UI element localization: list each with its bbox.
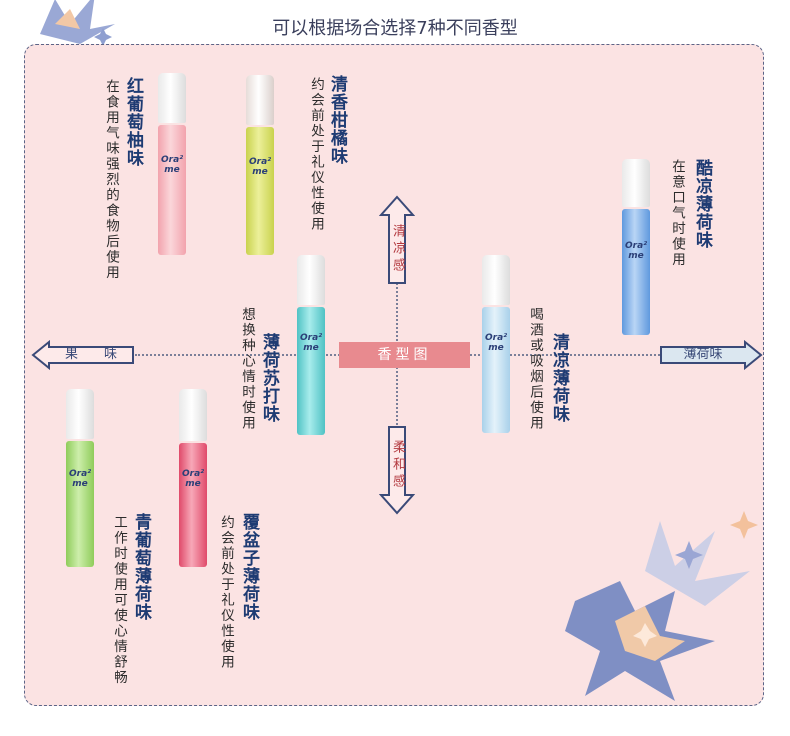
axis-label-bottom: 柔和感	[390, 439, 405, 491]
brand-label: Ora² me	[485, 333, 508, 353]
product-bottle-cool-mint: Ora² me	[622, 159, 650, 335]
arrow-left-icon	[31, 340, 134, 370]
fragrance-panel: 香型图 清凉感 柔和感 果 味 薄荷味 Ora² me 红葡萄柚味 在食用气味强…	[24, 44, 764, 706]
axis-label-left: 果 味	[64, 347, 117, 362]
arrow-right-icon	[660, 340, 763, 370]
axis-label-right: 薄荷味	[683, 347, 723, 362]
product-desc-mint-soda: 想换种心情时使用	[239, 307, 255, 431]
product-name-red-grapefruit: 红葡萄柚味	[123, 77, 143, 167]
page-title: 可以根据场合选择7种不同香型	[272, 18, 518, 39]
product-bottle-red-grapefruit: Ora² me	[158, 73, 186, 255]
product-desc-raspberry-mint: 约会前处于礼仪性使用	[218, 515, 234, 670]
product-name-mint-soda: 薄荷苏打味	[259, 333, 279, 423]
center-label: 香型图	[339, 342, 470, 368]
brand-label: Ora² me	[625, 241, 648, 261]
product-name-raspberry-mint: 覆盆子薄荷味	[239, 513, 259, 621]
product-bottle-mint-soda: Ora² me	[297, 255, 325, 435]
product-name-green-grape-mint: 青葡萄薄荷味	[131, 513, 151, 621]
product-bottle-citrus: Ora² me	[246, 75, 274, 255]
brand-label: Ora² me	[161, 155, 184, 175]
product-desc-citrus: 约会前处于礼仪性使用	[308, 77, 324, 232]
product-bottle-raspberry-mint: Ora² me	[179, 389, 207, 567]
arrow-up-icon	[379, 195, 415, 284]
product-bottle-green-grape-mint: Ora² me	[66, 389, 94, 567]
product-desc-red-grapefruit: 在食用气味强烈的食物后使用	[103, 79, 119, 281]
product-desc-fresh-mint: 喝酒或吸烟后使用	[527, 307, 543, 431]
brand-label: Ora² me	[182, 469, 205, 489]
axis-label-top: 清凉感	[390, 223, 405, 275]
product-desc-green-grape-mint: 工作时使用可使心情舒畅	[111, 515, 127, 686]
product-name-cool-mint: 酷凉薄荷味	[692, 159, 712, 249]
product-name-citrus: 清香柑橘味	[327, 75, 347, 165]
product-name-fresh-mint: 清凉薄荷味	[549, 333, 569, 423]
product-bottle-fresh-mint: Ora² me	[482, 255, 510, 433]
flower-decoration-icon	[40, 0, 115, 46]
brand-label: Ora² me	[69, 469, 92, 489]
product-desc-cool-mint: 在意口气时使用	[669, 159, 685, 268]
flower-cluster-icon	[565, 511, 758, 701]
arrow-down-icon	[379, 426, 415, 515]
brand-label: Ora² me	[249, 157, 272, 177]
brand-label: Ora² me	[300, 333, 323, 353]
